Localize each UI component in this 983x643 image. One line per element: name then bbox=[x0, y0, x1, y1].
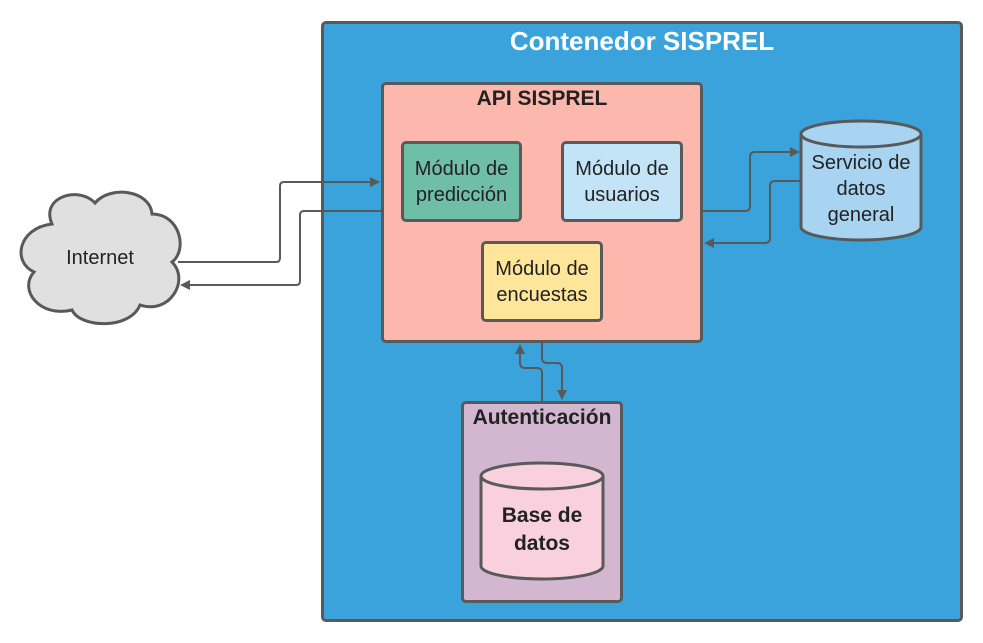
auth-database-line1: Base de bbox=[501, 504, 583, 527]
internet-label: Internet bbox=[66, 246, 134, 269]
connector-data-service-to-api bbox=[704, 180, 801, 248]
users-module-line2: usuarios bbox=[584, 183, 660, 206]
auth-database-label: Base de datos bbox=[481, 495, 603, 565]
connector-internet-to-api bbox=[178, 177, 380, 263]
data-service-line1: Servicio de bbox=[811, 152, 911, 174]
surveys-module-line1: Módulo de bbox=[495, 257, 589, 280]
auth-title: Autenticación bbox=[472, 406, 612, 429]
data-service-label: Servicio de datos general bbox=[801, 145, 921, 233]
data-service-line2: datos bbox=[836, 178, 886, 200]
surveys-module-line2: encuestas bbox=[496, 283, 588, 306]
connector-auth-to-api bbox=[515, 344, 543, 401]
auth-database-line2: datos bbox=[513, 532, 570, 555]
internet-cloud-icon bbox=[19, 190, 182, 326]
surveys-module: Módulo de encuestas bbox=[481, 241, 603, 322]
prediction-module-line1: Módulo de bbox=[414, 157, 509, 180]
connector-api-to-data-service bbox=[703, 147, 800, 212]
data-service-cylinder-icon bbox=[799, 119, 923, 242]
users-module-line1: Módulo de bbox=[575, 157, 669, 180]
auth-database-cylinder-icon bbox=[479, 461, 605, 581]
api-title: API SISPREL bbox=[476, 87, 608, 110]
connector-api-to-internet bbox=[180, 210, 381, 290]
container-title: Contenedor SISPREL bbox=[509, 26, 775, 56]
users-module: Módulo de usuarios bbox=[561, 141, 683, 222]
connector-api-to-auth bbox=[541, 343, 567, 400]
data-service-line3: general bbox=[827, 204, 895, 226]
prediction-module-line2: predicción bbox=[415, 183, 508, 206]
prediction-module: Módulo de predicción bbox=[401, 141, 522, 222]
